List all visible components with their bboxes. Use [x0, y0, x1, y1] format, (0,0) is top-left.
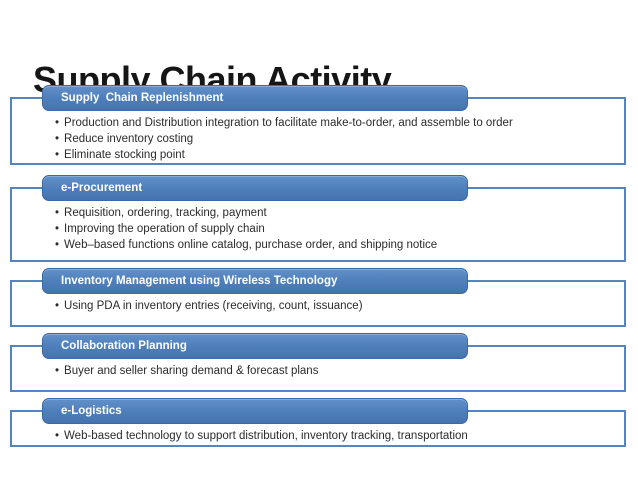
bullet-item: Requisition, ordering, tracking, payment: [55, 205, 618, 221]
bullet-list: Production and Distribution integration …: [55, 115, 618, 163]
bullet-item: Web-based technology to support distribu…: [55, 428, 618, 444]
bullet-list: Buyer and seller sharing demand & foreca…: [55, 363, 618, 379]
bullet-item: Reduce inventory costing: [55, 131, 618, 147]
bullet-item: Eliminate stocking point: [55, 147, 618, 163]
section-header-bar: e-Procurement: [42, 175, 468, 201]
section-header-bar: Collaboration Planning: [42, 333, 468, 359]
bullet-list: Web-based technology to support distribu…: [55, 428, 618, 444]
bullet-item: Buyer and seller sharing demand & foreca…: [55, 363, 618, 379]
bullet-list: Requisition, ordering, tracking, payment…: [55, 205, 618, 253]
bullet-item: Production and Distribution integration …: [55, 115, 618, 131]
section-header-bar: Inventory Management using Wireless Tech…: [42, 268, 468, 294]
section-panel: Supply Chain Replenishment Production an…: [10, 85, 626, 165]
section-panel: Collaboration Planning Buyer and seller …: [10, 333, 626, 392]
section-header-label: Inventory Management using Wireless Tech…: [61, 275, 338, 287]
section-panel: e-Logistics Web-based technology to supp…: [10, 398, 626, 447]
section-header-label: e-Procurement: [61, 182, 143, 194]
section-panel: Inventory Management using Wireless Tech…: [10, 268, 626, 327]
section-panel: e-Procurement Requisition, ordering, tra…: [10, 175, 626, 262]
section-header-label: e-Logistics: [61, 405, 122, 417]
bullet-item: Improving the operation of supply chain: [55, 221, 618, 237]
bullet-item: Using PDA in inventory entries (receivin…: [55, 298, 618, 314]
section-header-bar: Supply Chain Replenishment: [42, 85, 468, 111]
bullet-item: Web–based functions online catalog, purc…: [55, 237, 618, 253]
section-header-label: Supply Chain Replenishment: [61, 92, 224, 104]
section-header-bar: e-Logistics: [42, 398, 468, 424]
bullet-list: Using PDA in inventory entries (receivin…: [55, 298, 618, 314]
section-header-label: Collaboration Planning: [61, 340, 187, 352]
